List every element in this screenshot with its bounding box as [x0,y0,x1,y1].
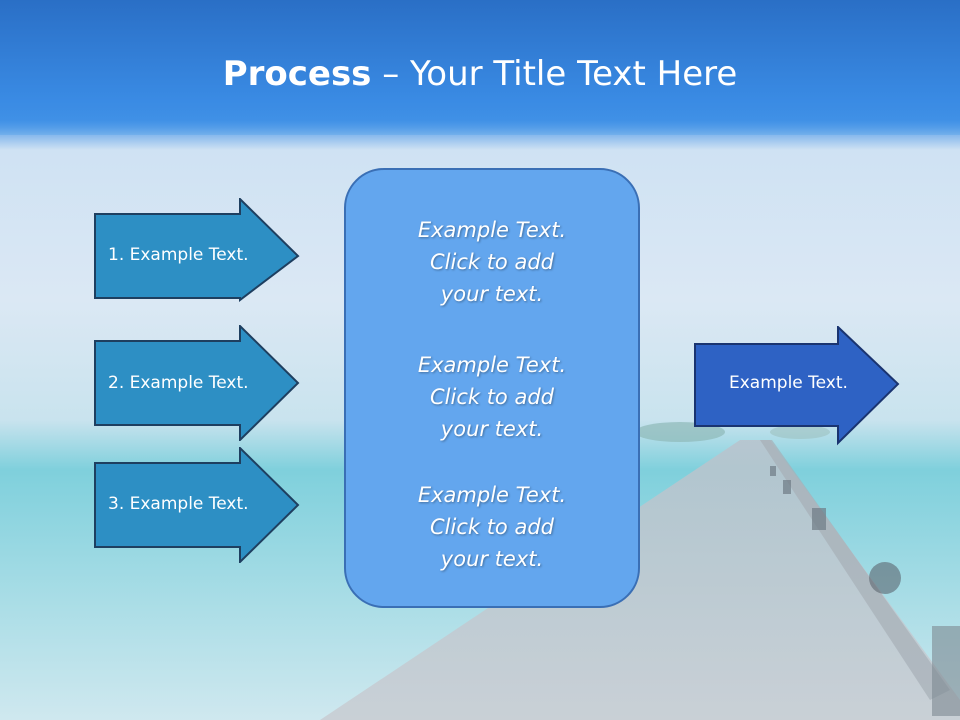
right-arrow[interactable] [694,326,900,446]
title-rest: – Your Title Text Here [371,54,738,94]
title-band [0,0,960,135]
paragraph-line: your text. [440,282,544,306]
left-arrow-3-label: 3. Example Text. [108,494,249,514]
center-paragraph-1: Example Text. Click to add your text. [346,214,638,310]
left-arrow-1[interactable] [94,198,300,302]
left-arrow-1-label: 1. Example Text. [108,245,249,265]
left-arrow-2-label: 2. Example Text. [108,373,249,393]
title-bold: Process [222,54,372,94]
center-paragraph-2: Example Text. Click to add your text. [346,349,638,445]
paragraph-line: Example Text. [417,353,567,377]
paragraph-line: Click to add [429,385,554,409]
center-paragraph-3: Example Text. Click to add your text. [346,479,638,575]
paragraph-line: Example Text. [417,218,567,242]
left-arrow-3[interactable] [94,447,300,563]
paragraph-line: Example Text. [417,483,567,507]
paragraph-line: Click to add [429,250,554,274]
paragraph-line: Click to add [429,515,554,539]
slide-title: Process – Your Title Text Here [0,52,960,96]
paragraph-line: your text. [440,547,544,571]
right-arrow-label: Example Text. [729,373,848,393]
paragraph-line: your text. [440,417,544,441]
left-arrow-2[interactable] [94,325,300,441]
center-text-box[interactable]: Example Text. Click to add your text. Ex… [344,168,640,608]
